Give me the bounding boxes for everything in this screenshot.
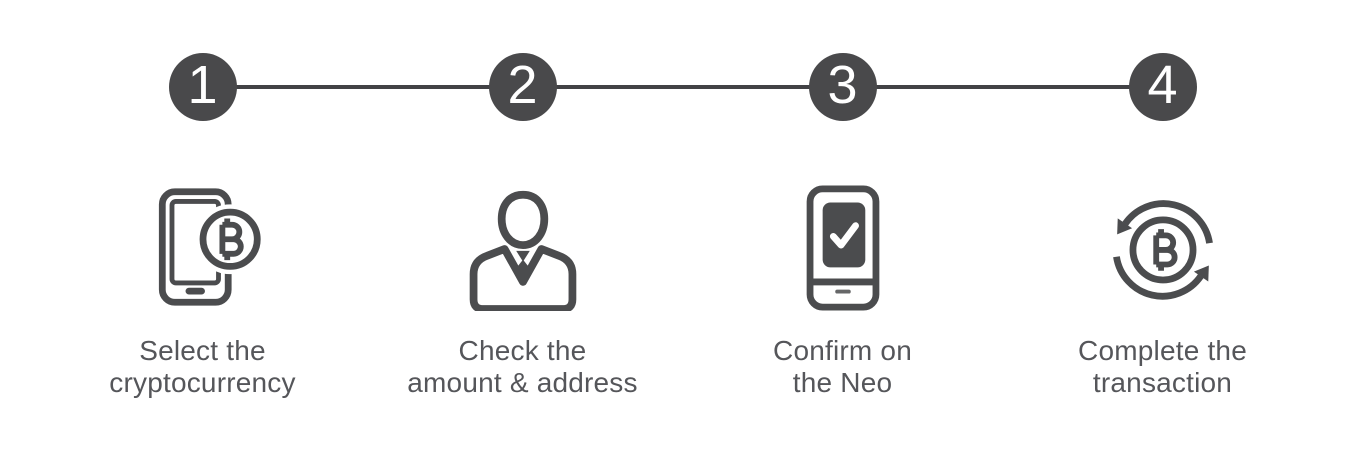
cycle-arrowhead-right bbox=[1193, 265, 1209, 282]
step-2-indicator: 2 bbox=[488, 53, 557, 121]
step-indicators-row: 1 Select the cryptocurrency bbox=[43, 53, 1323, 399]
person-head bbox=[497, 190, 548, 249]
person-body bbox=[469, 245, 576, 311]
cycle-arc-top bbox=[1121, 200, 1213, 244]
step-1-label: Select the cryptocurrency bbox=[109, 335, 295, 399]
step-3-label-line1: Confirm on bbox=[773, 335, 912, 366]
step-4-number: 4 bbox=[1147, 55, 1178, 115]
how-it-works-steps: 1 Select the cryptocurrency bbox=[43, 0, 1323, 399]
step-1-column: 1 Select the cryptocurrency bbox=[43, 53, 363, 399]
device-logo bbox=[834, 289, 851, 294]
cycle-arrowhead-left bbox=[1116, 218, 1132, 235]
bitcoin-symbol bbox=[218, 218, 244, 261]
device-body bbox=[806, 185, 879, 311]
step-3-label-line2: the Neo bbox=[792, 367, 893, 398]
bitcoin-symbol bbox=[1152, 229, 1177, 271]
step-4-indicator: 4 bbox=[1128, 53, 1197, 121]
step-1-indicator: 1 bbox=[168, 53, 237, 121]
step-1-label-line1: Select the bbox=[139, 335, 266, 366]
step-3-column: 3 Confirm on the Neo bbox=[683, 53, 1003, 399]
device-checkmark-icon bbox=[780, 185, 906, 311]
checkmark bbox=[829, 222, 859, 249]
bitcoin-cycle-icon bbox=[1100, 185, 1226, 311]
step-4-column: 4 Complete the transaction bbox=[1003, 53, 1323, 399]
step-2-number: 2 bbox=[507, 55, 538, 115]
step-1-number: 1 bbox=[187, 55, 218, 115]
step-2-label-line1: Check the bbox=[458, 335, 587, 366]
step-4-label-line1: Complete the bbox=[1078, 335, 1247, 366]
step-3-label: Confirm on the Neo bbox=[773, 335, 912, 399]
step-4-label-line2: transaction bbox=[1092, 367, 1233, 398]
step-3-number: 3 bbox=[827, 55, 858, 115]
cycle-arc-bottom bbox=[1112, 256, 1204, 300]
phone-home-button bbox=[185, 287, 205, 295]
smartphone-bitcoin-icon bbox=[140, 185, 266, 311]
person-tie bbox=[515, 250, 530, 281]
person-icon bbox=[460, 185, 586, 311]
step-2-column: 2 Check the amount & address bbox=[363, 53, 683, 399]
step-3-indicator: 3 bbox=[808, 53, 877, 121]
step-2-label: Check the amount & address bbox=[407, 335, 637, 399]
step-1-label-line2: cryptocurrency bbox=[109, 367, 296, 398]
step-4-label: Complete the transaction bbox=[1078, 335, 1247, 399]
step-2-label-line2: amount & address bbox=[407, 367, 638, 398]
step-connector-line bbox=[202, 85, 1163, 89]
bitcoin-circle bbox=[1129, 216, 1196, 284]
device-screen bbox=[822, 202, 865, 268]
